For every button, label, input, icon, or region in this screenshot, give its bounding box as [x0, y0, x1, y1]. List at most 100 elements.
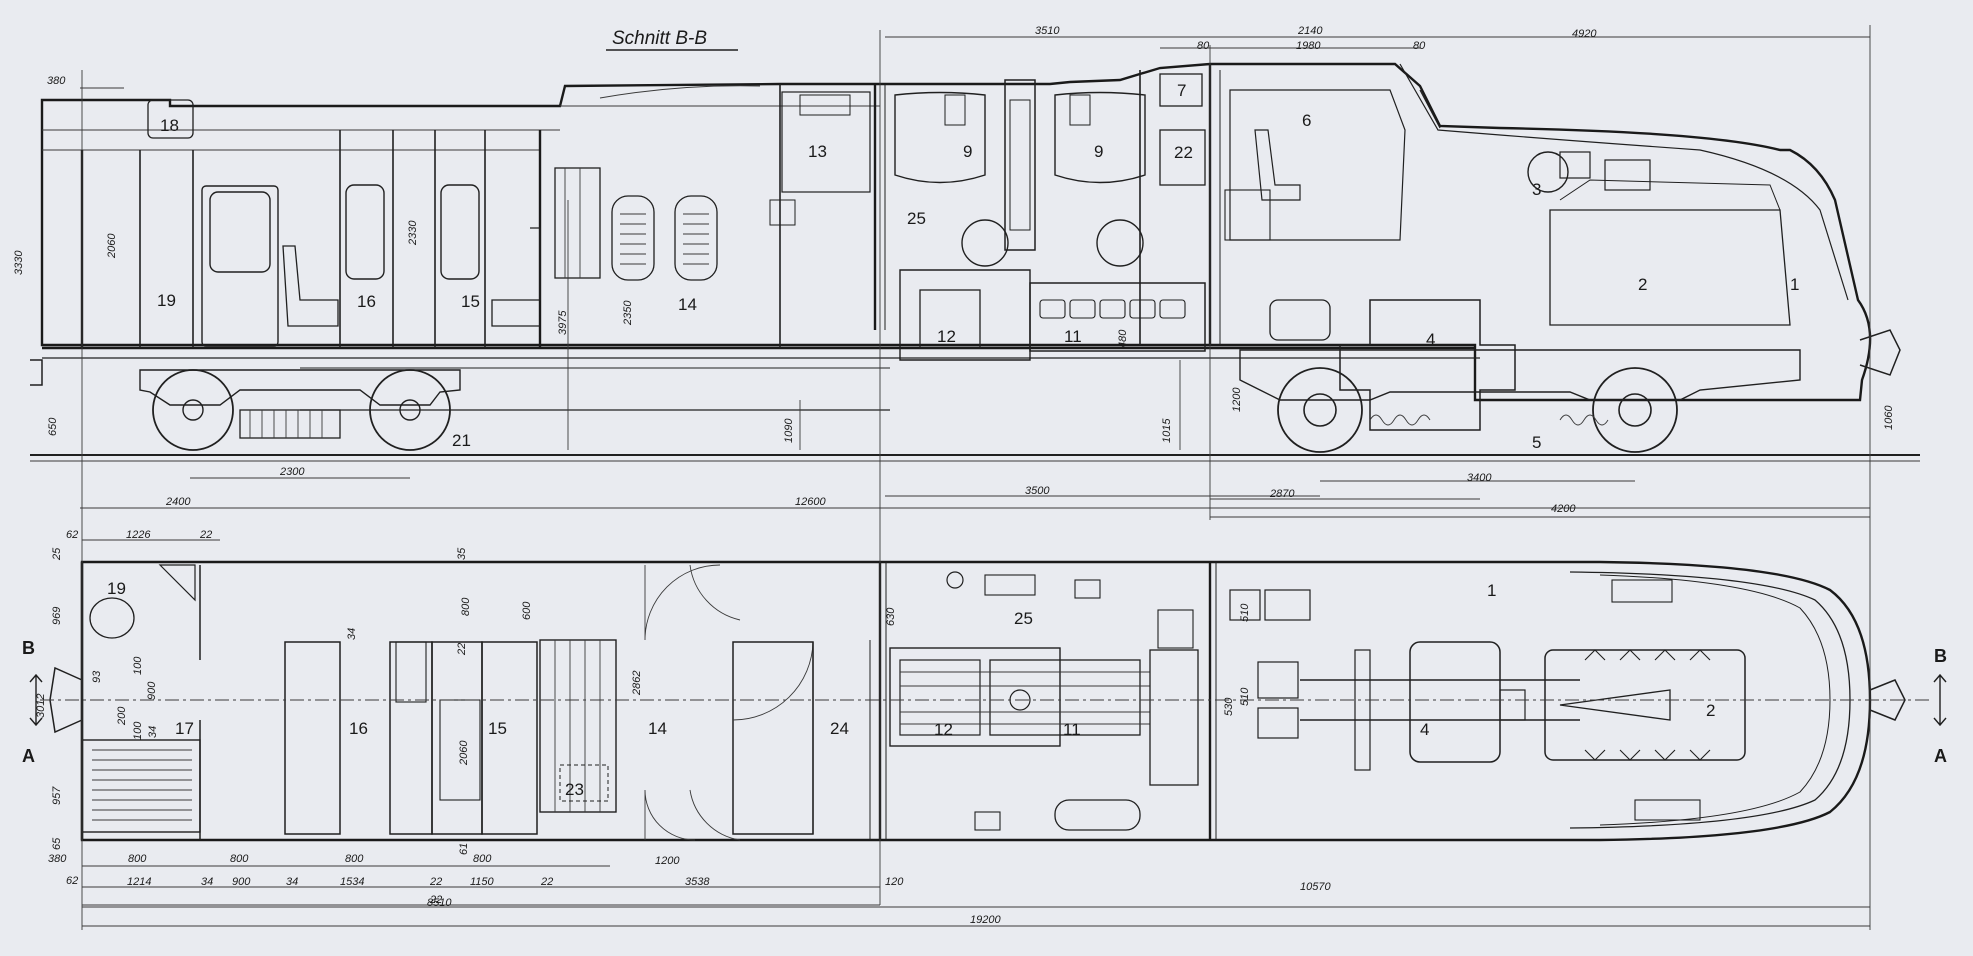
dim-35: 35: [456, 547, 468, 560]
label-9a: 9: [963, 142, 972, 161]
dim-22-inner: 22: [456, 643, 468, 656]
mid-dimensions: 2300 3500 2870 3400 2400 12600 4200: [80, 466, 1870, 518]
dim-1214: 1214: [127, 876, 151, 888]
dim-380-plan: 380: [48, 853, 67, 865]
dim-650: 650: [47, 417, 59, 436]
plan-label-11: 11: [1063, 720, 1081, 739]
dim-3538: 3538: [685, 876, 710, 888]
dim-100a: 100: [132, 656, 144, 675]
dim-19200: 19200: [970, 914, 1001, 926]
dim-2862: 2862: [631, 671, 643, 696]
dim-1226: 1226: [126, 529, 151, 541]
dim-4200: 4200: [1551, 503, 1576, 515]
plan-label-2: 2: [1706, 701, 1715, 720]
plan-view-labels: 19 17 16 15 14 23 24 25 12 11 4 1 2: [107, 579, 1715, 799]
dim-80b: 80: [1413, 40, 1426, 52]
dim-93: 93: [91, 670, 103, 683]
dim-62-plan: 62: [66, 875, 78, 887]
dim-25: 25: [51, 547, 63, 561]
dim-510-inner: 510: [1239, 687, 1251, 706]
label-5: 5: [1532, 433, 1541, 452]
dim-120: 120: [885, 876, 904, 888]
section-marks: B A B A: [22, 638, 1947, 766]
dim-2330: 2330: [407, 220, 419, 246]
dim-62-top: 62: [66, 529, 78, 541]
dim-1015: 1015: [1161, 418, 1173, 443]
label-6: 6: [1302, 111, 1311, 130]
section-mark-a-right: A: [1934, 746, 1947, 766]
dim-800a: 800: [128, 853, 147, 865]
label-1: 1: [1790, 275, 1799, 294]
plan-label-17: 17: [175, 719, 194, 738]
dim-800c: 800: [345, 853, 364, 865]
dim-100b: 100: [132, 721, 144, 740]
label-14: 14: [678, 295, 697, 314]
dim-34c: 34: [286, 876, 298, 888]
plan-top-dimensions: 62 1226 22 25 35 630 510: [51, 529, 1251, 626]
side-elevation-view: [30, 62, 1920, 462]
label-9b: 9: [1094, 142, 1103, 161]
dim-969: 969: [51, 607, 63, 625]
dim-600: 600: [521, 601, 533, 620]
section-mark-a-left: A: [22, 746, 35, 766]
dim-1090: 1090: [783, 418, 795, 443]
dim-2870: 2870: [1269, 488, 1295, 500]
dim-630: 630: [885, 607, 897, 626]
dim-1060: 1060: [1883, 405, 1895, 430]
dim-957: 957: [51, 786, 63, 805]
label-7: 7: [1177, 81, 1186, 100]
label-21: 21: [452, 431, 471, 450]
section-mark-b-right: B: [1934, 646, 1947, 666]
plan-label-19: 19: [107, 579, 126, 598]
plan-label-4: 4: [1420, 720, 1429, 739]
plan-label-15: 15: [488, 719, 507, 738]
plan-view: [29, 560, 1947, 842]
side-vertical-dimensions: 2060 2330 2350 3975 480 3330 650 1090 10…: [13, 220, 1895, 443]
dim-480: 480: [1117, 329, 1129, 348]
label-2: 2: [1638, 275, 1647, 294]
dim-2400: 2400: [165, 496, 191, 508]
dim-3400: 3400: [1467, 472, 1492, 484]
dim-12600: 12600: [795, 496, 826, 508]
label-11: 11: [1064, 327, 1082, 346]
dim-34-inner: 34: [147, 726, 159, 738]
dim-3330: 3330: [13, 250, 25, 275]
dim-510-top: 510: [1239, 603, 1251, 622]
dim-4920: 4920: [1572, 28, 1597, 40]
plan-inner-dimensions: 969 3012 957 65 93 100 900 200 100 34 80…: [35, 597, 1251, 855]
dim-2060: 2060: [106, 233, 118, 259]
dim-22-top: 22: [199, 529, 212, 541]
label-13: 13: [808, 142, 827, 161]
dim-3500: 3500: [1025, 485, 1050, 497]
plan-label-14: 14: [648, 719, 667, 738]
dim-530: 530: [1223, 697, 1235, 716]
dim-1150: 1150: [470, 876, 495, 888]
plan-label-23: 23: [565, 780, 584, 799]
dim-380: 380: [47, 75, 66, 87]
plan-label-12: 12: [934, 720, 953, 739]
dim-1200: 1200: [655, 855, 680, 867]
label-25: 25: [907, 209, 926, 228]
drawing-title: Schnitt B-B: [612, 28, 707, 49]
dim-2060-plan: 2060: [458, 740, 470, 766]
dim-3975: 3975: [557, 310, 569, 335]
label-15: 15: [461, 292, 480, 311]
dim-3510: 3510: [1035, 25, 1060, 37]
dim-34a: 34: [346, 628, 358, 640]
top-dimensions: 3510 2140 4920 80 1980 80 380: [47, 25, 1870, 89]
plan-label-16: 16: [349, 719, 368, 738]
dim-10570: 10570: [1300, 881, 1331, 893]
dim-200: 200: [116, 706, 128, 726]
label-4: 4: [1426, 330, 1435, 349]
plan-bottom-dimensions: 380 62 800 800 800 800 1200 1214 900 153…: [48, 853, 1870, 927]
dim-800b: 800: [230, 853, 249, 865]
label-3: 3: [1532, 180, 1541, 199]
dim-65: 65: [51, 837, 63, 850]
plan-label-24: 24: [830, 719, 849, 738]
plan-label-25: 25: [1014, 609, 1033, 628]
dim-61: 61: [458, 843, 470, 855]
plan-label-1: 1: [1487, 581, 1496, 600]
label-19: 19: [157, 291, 176, 310]
dim-800d: 800: [473, 853, 492, 865]
